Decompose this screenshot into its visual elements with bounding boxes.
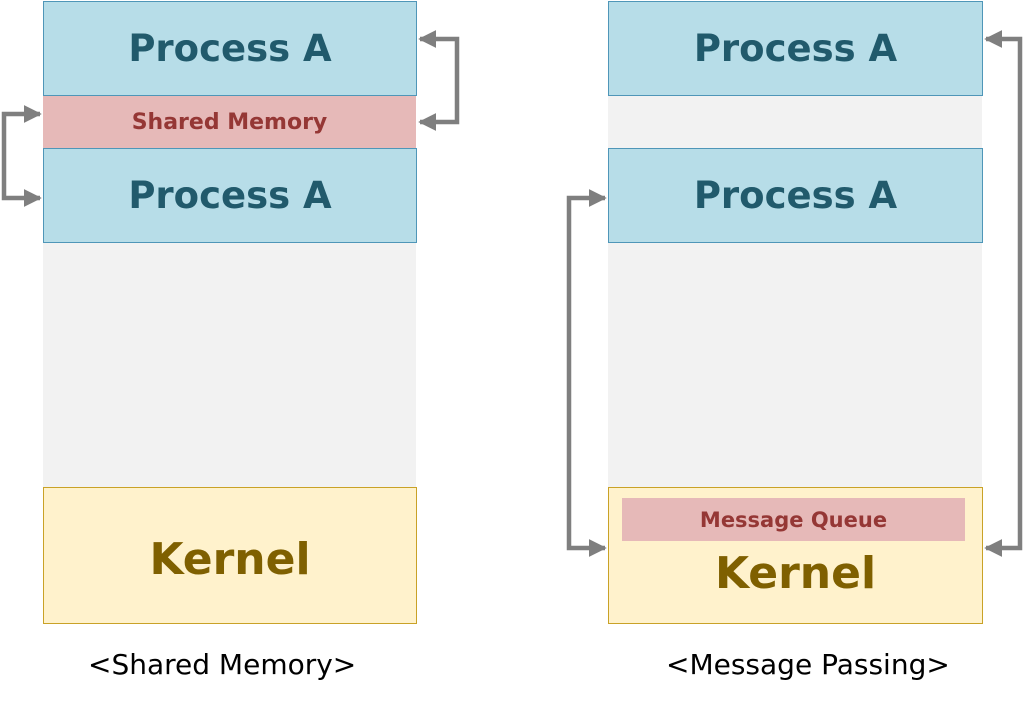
left-process-top: Process A <box>43 1 417 96</box>
right-kernel: Message Queue Kernel <box>608 487 983 624</box>
right-kernel-label: Kernel <box>714 548 877 599</box>
shared-memory-region: Shared Memory <box>43 96 416 148</box>
arrow-process-top-to-kernel <box>984 30 1023 557</box>
right-process-top: Process A <box>608 1 983 96</box>
right-process-bottom: Process A <box>608 148 983 243</box>
message-passing-caption: <Message Passing> <box>666 648 950 681</box>
arrow-process-top-to-shared-memory <box>418 30 460 131</box>
arrow-shared-memory-to-process-bottom <box>1 105 42 207</box>
arrow-process-bottom-to-kernel <box>566 189 607 557</box>
left-process-bottom: Process A <box>43 148 417 243</box>
message-queue: Message Queue <box>622 498 965 541</box>
shared-memory-caption: <Shared Memory> <box>88 648 357 681</box>
left-kernel: Kernel <box>43 487 417 624</box>
